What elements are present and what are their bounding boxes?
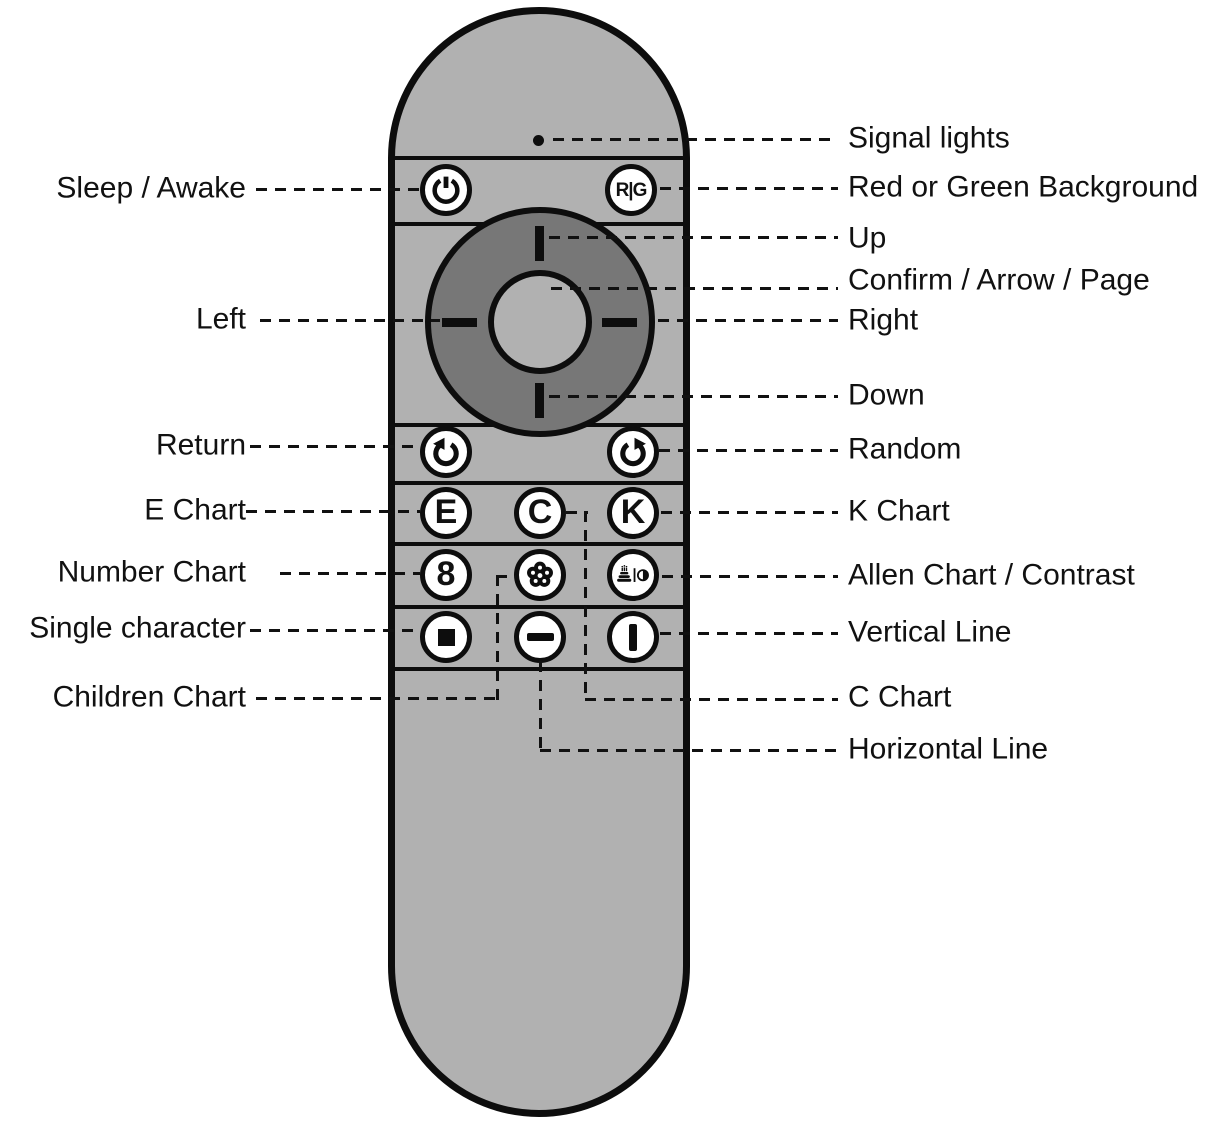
- rg-button-label: R|G: [615, 179, 648, 201]
- redo-arrow-icon: [620, 437, 646, 467]
- callout-line-vertical-line: [660, 632, 838, 635]
- callout-line-right: [658, 319, 838, 322]
- c-chart-button[interactable]: C: [514, 487, 566, 539]
- power-button[interactable]: [420, 164, 472, 216]
- section-divider: [395, 605, 683, 609]
- flower-icon: [527, 561, 553, 587]
- label-c-chart: C Chart: [848, 680, 952, 714]
- callout-line-children-chart-vertical: [496, 575, 499, 700]
- section-divider: [395, 542, 683, 546]
- callout-line-left: [260, 319, 440, 322]
- callout-line-allen-chart: [662, 575, 838, 578]
- label-children-chart: Children Chart: [52, 680, 246, 714]
- callout-line-down: [549, 395, 838, 398]
- callout-line-c-chart-vertical: [584, 511, 587, 701]
- section-divider: [395, 156, 683, 160]
- allen-chart-contrast-button[interactable]: [607, 549, 659, 601]
- label-allen-chart: Allen Chart / Contrast: [848, 558, 1135, 592]
- label-confirm: Confirm / Arrow / Page: [848, 263, 1150, 297]
- callout-line-signal-lights: [553, 138, 838, 141]
- label-e-chart: E Chart: [144, 493, 246, 527]
- callout-line-single-character: [250, 629, 420, 632]
- callout-line-number-chart: [280, 572, 420, 575]
- callout-line-up: [549, 236, 838, 239]
- label-horizontal-line: Horizontal Line: [848, 732, 1049, 766]
- dpad-right-tick[interactable]: [602, 318, 637, 327]
- red-green-background-button[interactable]: R|G: [605, 164, 657, 216]
- label-up: Up: [848, 221, 887, 255]
- children-chart-button[interactable]: [514, 549, 566, 601]
- callout-line-e-chart: [246, 510, 420, 513]
- callout-line-return: [250, 445, 420, 448]
- callout-line-children-chart: [256, 697, 498, 700]
- dpad-up-tick[interactable]: [535, 226, 544, 261]
- vertical-line-button[interactable]: [607, 611, 659, 663]
- label-random: Random: [848, 432, 962, 466]
- undo-arrow-icon: [433, 437, 459, 467]
- callout-line-sleep: [256, 188, 422, 191]
- callout-line-children-chart-stub: [496, 575, 516, 578]
- label-signal-lights: Signal lights: [848, 121, 1010, 155]
- callout-line-random: [659, 449, 838, 452]
- number-chart-button[interactable]: 8: [420, 549, 472, 601]
- callout-line-c-chart-stub: [566, 511, 588, 514]
- power-icon: [432, 176, 460, 204]
- horizontal-line-button[interactable]: [514, 611, 566, 663]
- label-sleep-awake: Sleep / Awake: [56, 171, 246, 205]
- k-chart-button[interactable]: K: [607, 487, 659, 539]
- random-button[interactable]: [607, 426, 659, 478]
- remote-body: R|G E C K 8: [388, 7, 690, 1117]
- label-single-character: Single character: [29, 611, 246, 645]
- label-left: Left: [195, 302, 246, 336]
- number-button-label: 8: [436, 555, 456, 593]
- c-button-label: C: [527, 493, 553, 531]
- label-k-chart: K Chart: [848, 494, 950, 528]
- callout-line-horizontal-line: [540, 749, 838, 752]
- label-red-green: Red or Green Background: [848, 170, 1199, 204]
- label-return: Return: [155, 428, 246, 462]
- dpad-confirm-button[interactable]: [488, 270, 592, 374]
- label-vertical-line: Vertical Line: [848, 615, 1012, 649]
- label-down: Down: [848, 378, 925, 412]
- horizontal-bar-icon: [526, 633, 554, 641]
- single-character-button[interactable]: [420, 611, 472, 663]
- k-button-label: K: [620, 493, 646, 531]
- callout-line-c-chart: [585, 698, 838, 701]
- label-number-chart: Number Chart: [57, 555, 246, 589]
- callout-line-confirm: [551, 287, 838, 290]
- label-right: Right: [848, 303, 919, 337]
- signal-light-dot: [533, 135, 544, 146]
- return-button[interactable]: [420, 426, 472, 478]
- callout-line-red-green: [660, 187, 838, 190]
- e-chart-button[interactable]: E: [420, 487, 472, 539]
- dpad-down-tick[interactable]: [535, 383, 544, 418]
- vertical-bar-icon: [629, 623, 637, 651]
- e-button-label: E: [434, 493, 458, 531]
- section-divider: [395, 481, 683, 485]
- cake-contrast-icon: [617, 565, 649, 582]
- square-icon: [437, 628, 455, 646]
- callout-line-horizontal-line-vertical: [539, 661, 542, 752]
- callout-line-k-chart: [661, 511, 838, 514]
- dpad-left-tick[interactable]: [442, 318, 477, 327]
